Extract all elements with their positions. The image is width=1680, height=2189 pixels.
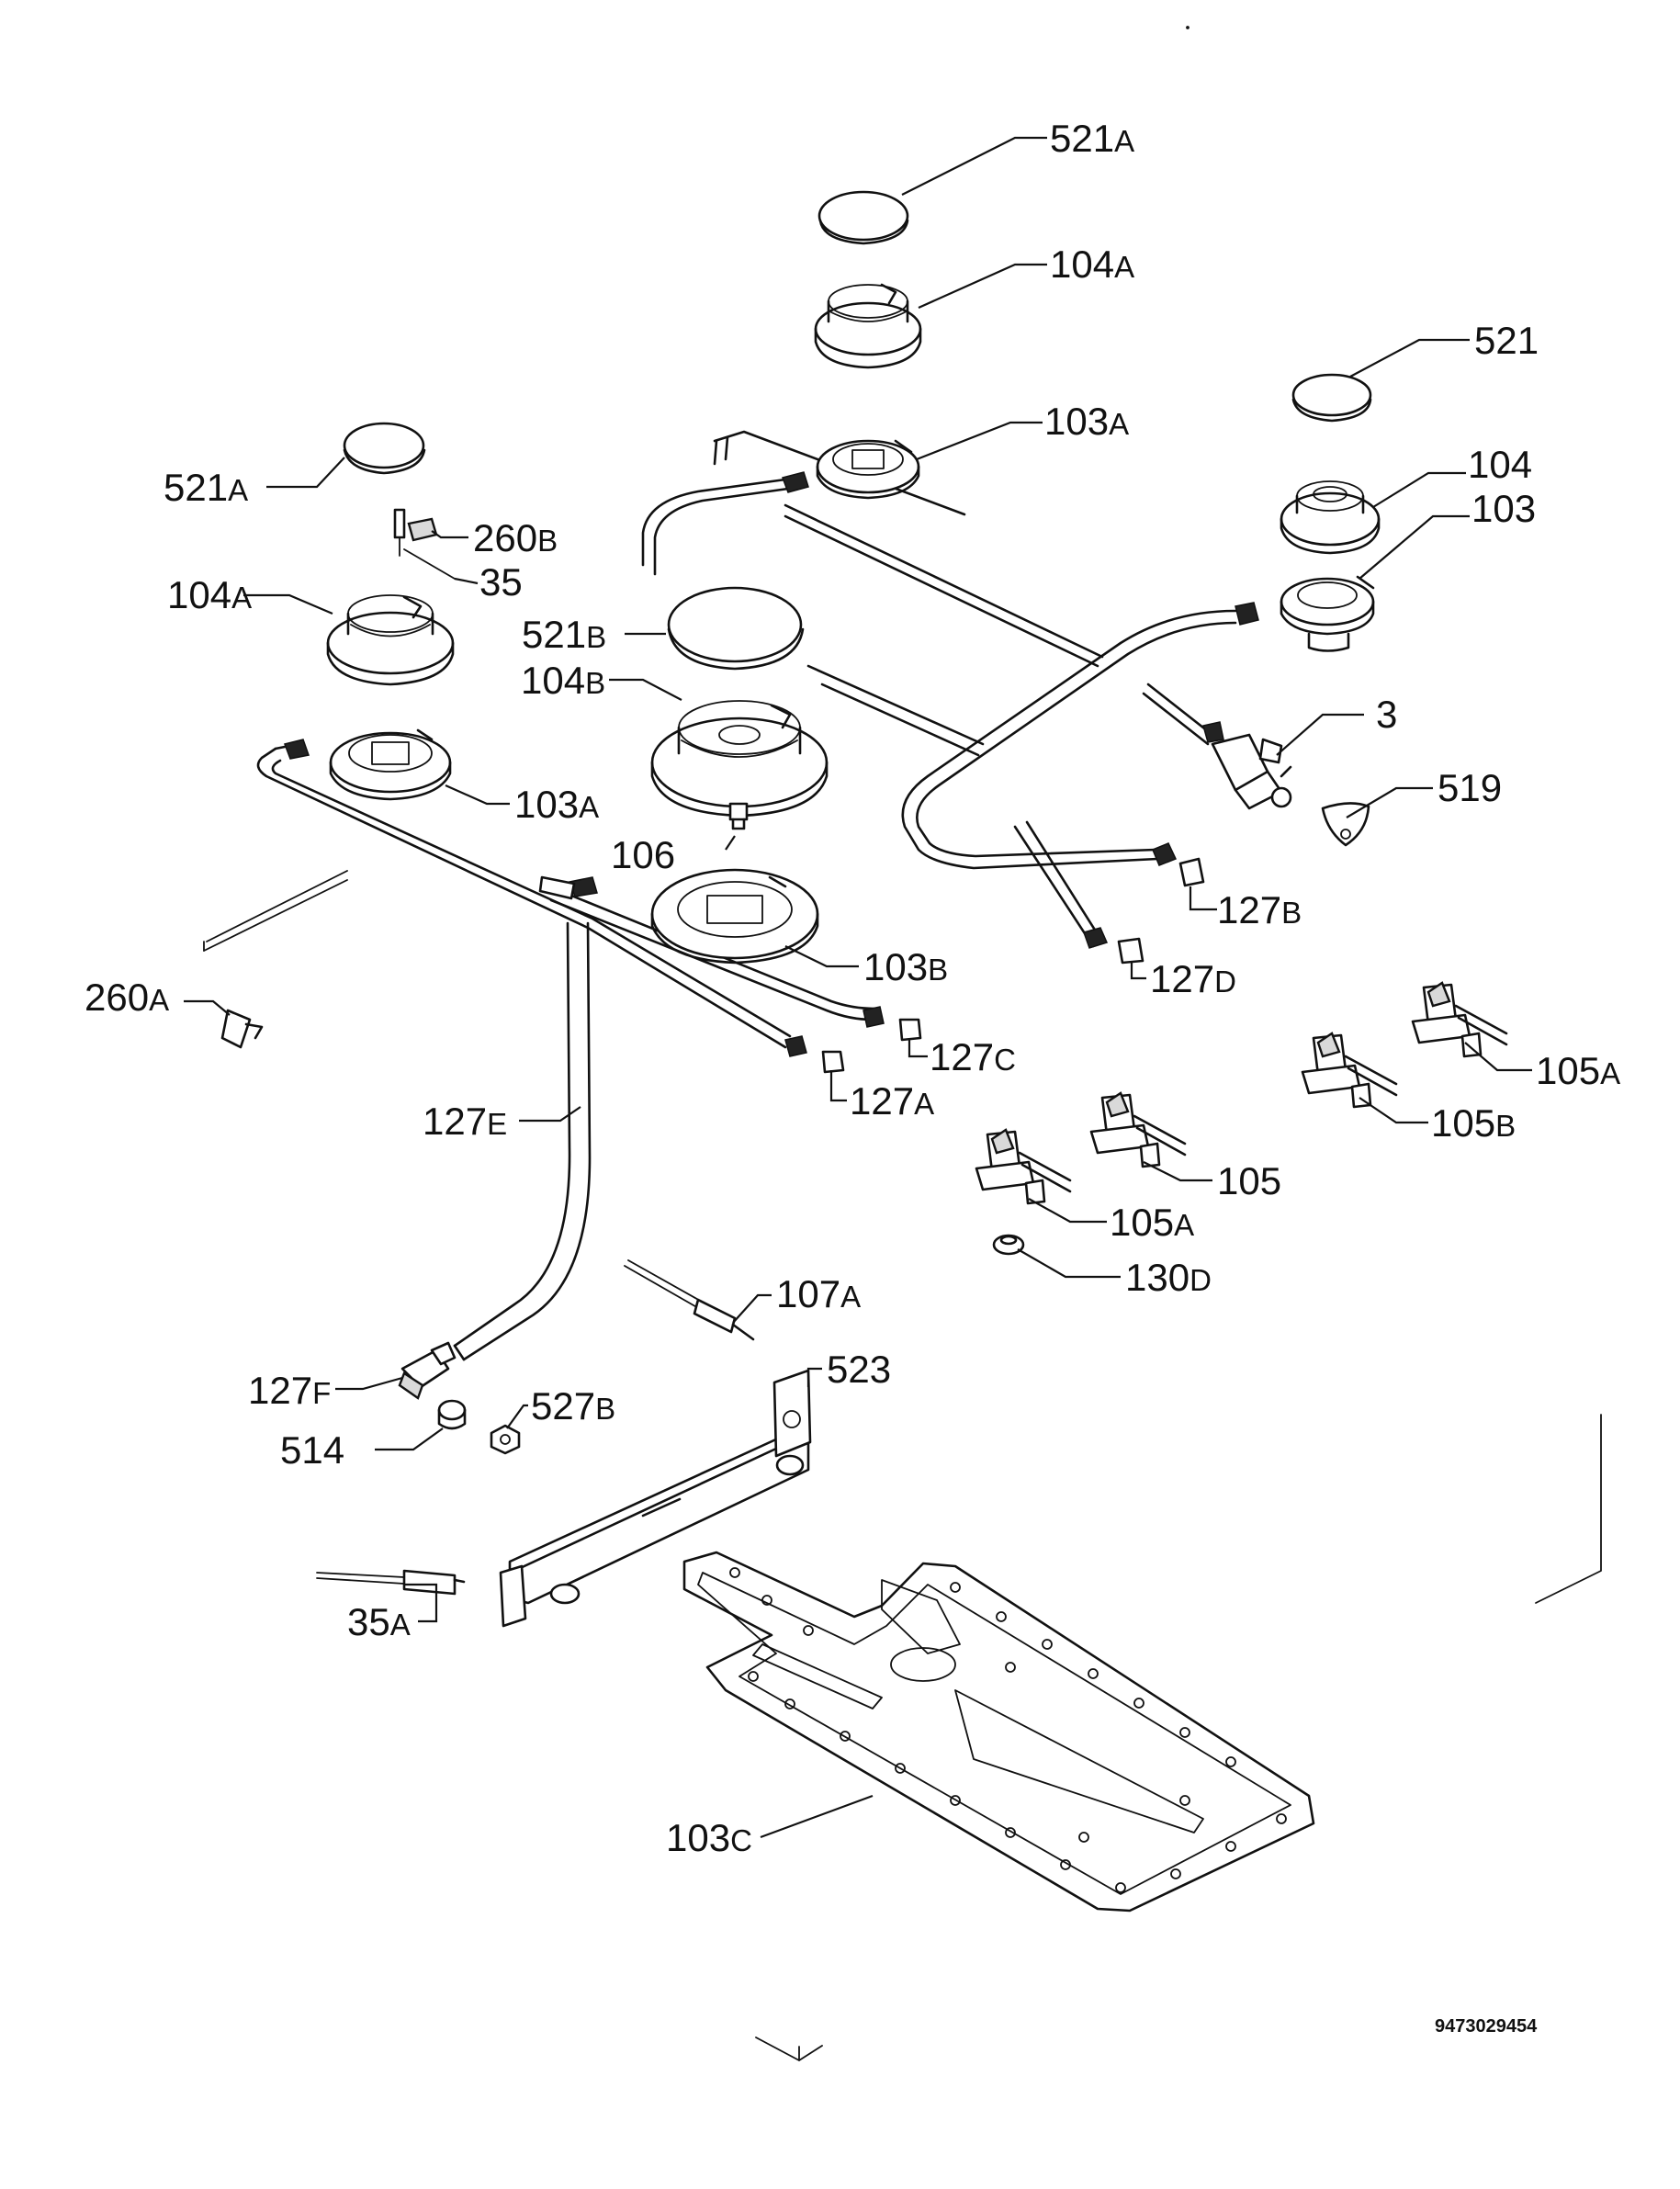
label-103B: 103B [863, 945, 948, 988]
label-3: 3 [1376, 693, 1397, 736]
label-519: 519 [1438, 766, 1502, 809]
label-35: 35 [479, 560, 523, 604]
burner-cap-521 [1291, 373, 1372, 423]
label-127D: 127D [1150, 957, 1236, 1000]
label-104B: 104B [521, 659, 605, 702]
knob-insert-519 [1321, 802, 1370, 847]
leader-lines [184, 136, 1532, 1839]
thermocouple-107A [624, 1259, 755, 1341]
label-103C: 103C [666, 1816, 752, 1859]
label-260B: 260B [473, 516, 558, 559]
injector-106 [728, 802, 749, 830]
tap-105 [1089, 1091, 1187, 1168]
label-104: 104 [1468, 443, 1532, 486]
burner-cap-521B [667, 586, 805, 671]
label-105A-right: 105A [1536, 1049, 1620, 1092]
label-127B: 127B [1217, 888, 1302, 931]
label-130D: 130D [1125, 1256, 1212, 1299]
label-103A-left: 103A [514, 783, 599, 826]
label-106: 106 [611, 833, 675, 876]
thermocouple-260B [393, 508, 456, 580]
label-514: 514 [280, 1428, 344, 1472]
document-code: 9473029454 [1435, 2016, 1538, 2037]
label-527B: 527B [531, 1384, 615, 1427]
label-105B: 105B [1431, 1101, 1516, 1145]
burner-crown-104 [1280, 480, 1381, 555]
burner-base-103B [650, 868, 819, 965]
label-35A: 35A [347, 1600, 411, 1643]
label-127A: 127A [850, 1079, 934, 1123]
tap-105B [1301, 1032, 1398, 1109]
label-107A: 107A [776, 1272, 861, 1315]
label-103: 103 [1471, 487, 1536, 530]
label-105: 105 [1217, 1159, 1281, 1202]
burner-base-103A-top [816, 439, 920, 500]
label-260A: 260A [85, 976, 169, 1019]
label-521A-top: 521A [1050, 117, 1134, 160]
label-127F: 127F [248, 1369, 331, 1412]
label-127E: 127E [423, 1100, 507, 1143]
label-521A-left: 521A [163, 466, 248, 509]
label-127C: 127C [930, 1035, 1016, 1078]
electrode-35A [316, 1569, 466, 1596]
label-105A-mid: 105A [1110, 1201, 1194, 1244]
label-521B: 521B [522, 613, 606, 656]
pipe-nut-fittings [284, 471, 1259, 1074]
ignition-lead-260A [203, 870, 348, 1049]
bracket-523 [499, 1369, 812, 1628]
burner-crown-104A-top [814, 283, 922, 369]
label-523: 523 [827, 1348, 891, 1391]
tap-105A-right [1411, 981, 1508, 1058]
tap-105A-mid [975, 1128, 1072, 1205]
elbow-127F [398, 1341, 457, 1400]
washer-130D [992, 1234, 1025, 1256]
nut-527B [490, 1424, 521, 1455]
part-labels: 521A 104A 521 103A 104 103 521A 260B 35 … [85, 117, 1620, 2037]
burner-cap-521A-top [817, 190, 909, 245]
burner-crown-104A-left [326, 594, 455, 686]
burner-crown-104B [650, 700, 829, 818]
label-104A-top: 104A [1050, 243, 1134, 286]
gas-taps [975, 981, 1508, 1205]
valve-3 [1211, 733, 1292, 810]
burner-cap-521A-left [343, 422, 426, 475]
label-104A-left: 104A [167, 573, 252, 616]
burner-base-103 [1280, 575, 1375, 652]
burner-plate-103C [682, 1551, 1315, 1913]
burner-base-103A-left [329, 728, 452, 801]
frame-corner-marks [755, 26, 1602, 2061]
fitting-514 [437, 1399, 467, 1430]
label-103A-top: 103A [1044, 400, 1129, 443]
gas-pipes [256, 430, 1237, 1361]
label-521: 521 [1474, 319, 1539, 362]
